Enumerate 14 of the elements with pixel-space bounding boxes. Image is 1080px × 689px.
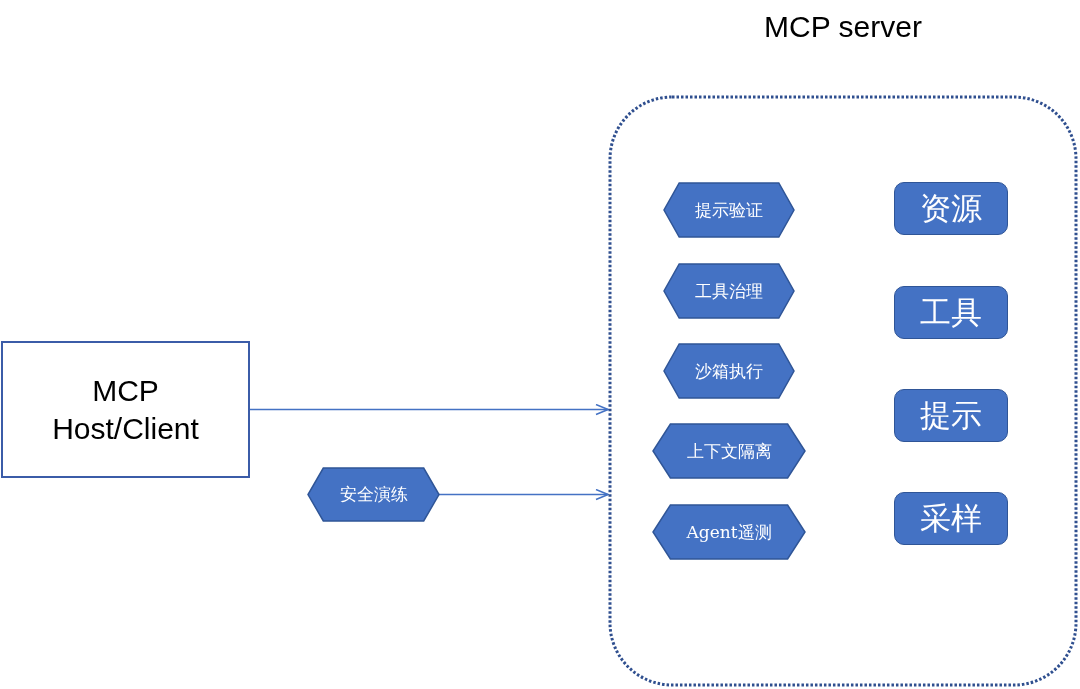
- hexagon-box: 安全演练: [307, 467, 440, 522]
- hexagon-box: 提示验证: [663, 182, 795, 238]
- hexagon-box: 工具治理: [663, 263, 795, 319]
- hexagon-box: 上下文隔离: [652, 423, 806, 479]
- arrow: [438, 488, 609, 501]
- rounded-box: 提示: [894, 389, 1008, 442]
- hexagon-box: 沙箱执行: [663, 343, 795, 399]
- rounded-box: 采样: [894, 492, 1008, 545]
- hexagon-box: Agent遥测: [652, 504, 806, 560]
- rounded-box: 资源: [894, 182, 1008, 235]
- arrow: [249, 403, 609, 416]
- host-box: MCP Host/Client: [1, 341, 250, 478]
- container-title: MCP server: [764, 9, 922, 45]
- rounded-box: 工具: [894, 286, 1008, 339]
